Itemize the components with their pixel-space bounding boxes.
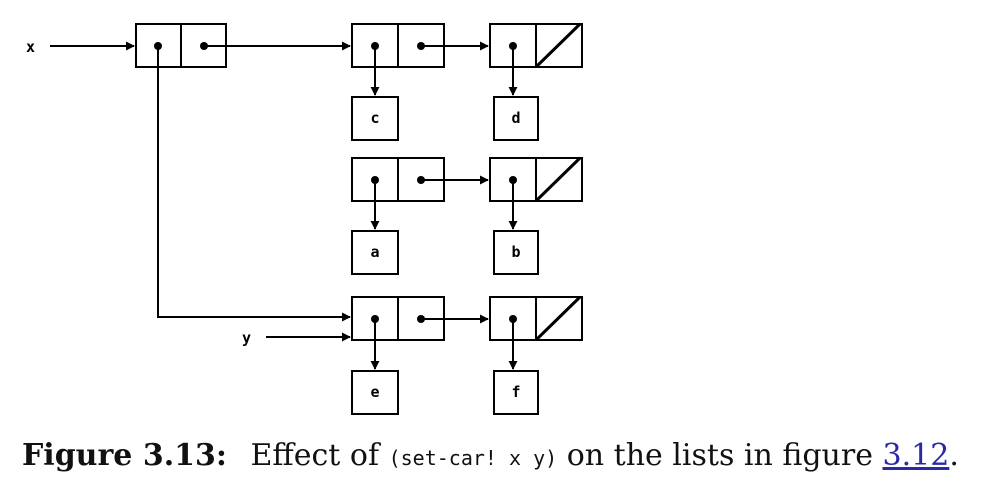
pointer-label-y: y — [242, 329, 251, 347]
figure-label: Figure 3.13: — [22, 438, 227, 473]
atom-label-a: a — [370, 243, 379, 261]
pair-f — [489, 295, 583, 342]
pair-a — [351, 157, 445, 202]
atom-c-box — [351, 96, 399, 141]
pair-b — [489, 156, 583, 203]
caption-text-middle: on the lists in figure — [566, 438, 873, 473]
atom-label-d: d — [511, 109, 520, 127]
atom-a-box — [351, 230, 399, 275]
pointer-label-x: x — [26, 38, 35, 56]
atom-e-box — [351, 370, 399, 415]
caption-text-before: Effect of — [250, 438, 380, 473]
atom-b-box — [493, 230, 539, 275]
pair-d — [489, 22, 583, 69]
atom-label-f: f — [511, 383, 520, 401]
atom-f-box — [493, 370, 539, 415]
atom-label-e: e — [370, 383, 379, 401]
figure-link[interactable]: 3.12 — [882, 438, 950, 473]
box-and-pointer-diagram: x — [26, 22, 583, 415]
pair-e — [351, 296, 445, 341]
atom-d-box — [493, 96, 539, 141]
x-car-arrow — [157, 46, 351, 322]
atom-label-b: b — [511, 243, 520, 261]
caption-code: (set-car! x y) — [388, 446, 558, 470]
caption-text-after: . — [949, 438, 959, 473]
atom-label-c: c — [370, 109, 379, 127]
figure-caption: Figure 3.13: Effect of (set-car! x y) on… — [22, 432, 992, 482]
